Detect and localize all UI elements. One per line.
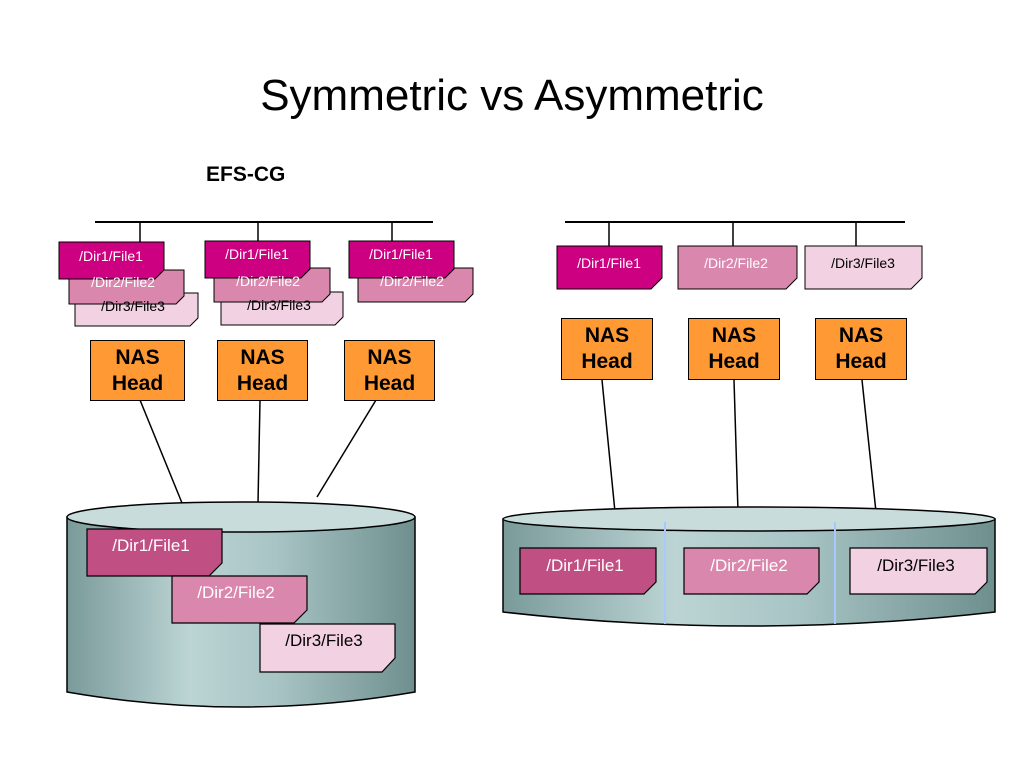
right-head-file2-card	[677, 245, 798, 290]
right-disk-file2-card	[683, 547, 820, 595]
nas-head-text-line1: NAS	[240, 345, 285, 369]
nas-head-text-line1: NAS	[584, 324, 630, 347]
right-head-file3-card	[804, 245, 923, 290]
left-disk-file3-label: /Dir3/File3	[285, 631, 363, 650]
symmetric-diagram	[58, 221, 474, 708]
right-head-file1-label: /Dir1/File1	[577, 255, 641, 271]
nas-head-text-line1: NAS	[367, 345, 412, 369]
left-disk-file3-card	[259, 623, 396, 673]
left-stack3-file1-label: /Dir1/File1	[369, 246, 433, 262]
left-disk-file1-card	[86, 528, 223, 577]
nas-head-text-line1: NAS	[711, 324, 757, 347]
nas-head-text-line1: NAS	[115, 345, 160, 369]
left-stack1-file1-label: /Dir1/File1	[79, 248, 143, 264]
asymmetric-diagram	[502, 221, 996, 627]
right-disk-file1-label: /Dir1/File1	[546, 556, 624, 575]
right-head-file1-card	[556, 245, 663, 290]
left-connector-1	[139, 399, 183, 504]
right-nas-head-2: NAS Head	[688, 318, 780, 380]
right-head-file2-label: /Dir2/File2	[704, 255, 768, 271]
left-disk-file1-label: /Dir1/File1	[112, 536, 190, 555]
left-disk-file2-card	[171, 575, 308, 624]
left-file-stack-1	[58, 241, 199, 327]
left-file-stack-2	[204, 240, 344, 326]
left-connector-2	[257, 399, 261, 504]
right-connector-3	[861, 379, 877, 513]
efs-cg-label: EFS-CG	[206, 163, 286, 186]
right-disk-file1-card	[519, 547, 657, 595]
right-connector-2	[733, 379, 739, 513]
nas-head-text-line2: Head	[236, 371, 289, 395]
nas-head-text-line2: Head	[111, 371, 164, 395]
slide-title: Symmetric vs Asymmetric	[260, 71, 764, 120]
nas-head-text-line2: Head	[835, 350, 887, 373]
left-stack2-file3-label: /Dir3/File3	[247, 297, 311, 313]
left-stack3-file2-label: /Dir2/File2	[380, 273, 444, 289]
right-disk-file3-label: /Dir3/File3	[877, 556, 955, 575]
left-disk-file2-label: /Dir2/File2	[197, 583, 275, 602]
nas-head-text-line2: Head	[708, 350, 760, 373]
left-connector-3	[316, 399, 377, 498]
left-file-stack-3	[348, 240, 474, 303]
right-nas-head-3: NAS Head	[815, 318, 907, 380]
right-disk-file3-card	[849, 547, 988, 595]
right-head-file3-label: /Dir3/File3	[831, 255, 895, 271]
right-nas-head-1: NAS Head	[561, 318, 653, 380]
left-stack1-file3-label: /Dir3/File3	[101, 298, 165, 314]
nas-head-text-line1: NAS	[838, 324, 884, 347]
left-stack2-file2-label: /Dir2/File2	[236, 273, 300, 289]
left-stack1-file2-label: /Dir2/File2	[91, 274, 155, 290]
right-disk-file2-label: /Dir2/File2	[710, 556, 788, 575]
nas-head-text-line2: Head	[581, 350, 633, 373]
right-connector-1	[601, 379, 616, 513]
nas-head-text-line2: Head	[363, 371, 416, 395]
left-stack2-file1-label: /Dir1/File1	[225, 246, 289, 262]
